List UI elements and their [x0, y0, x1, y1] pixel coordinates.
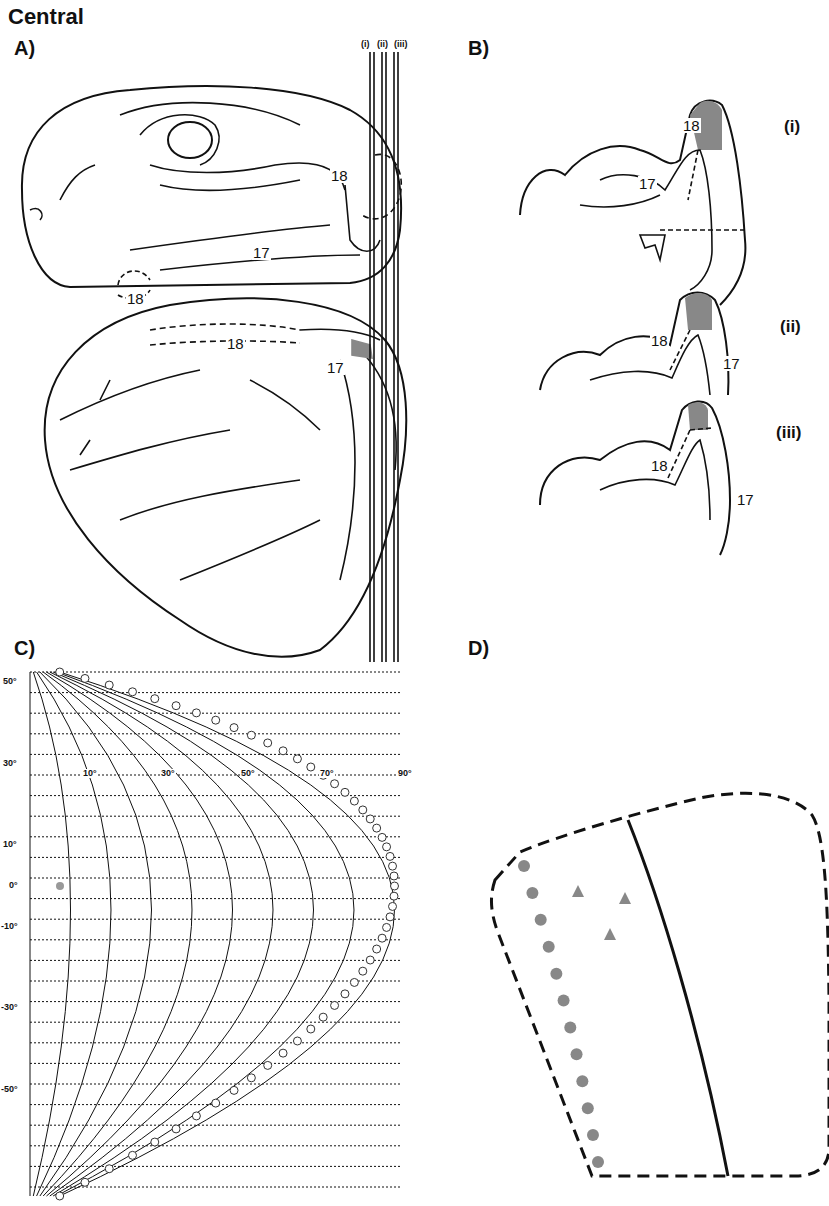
section-iii: [540, 401, 730, 555]
recording-sites: [518, 860, 631, 1168]
panel-letter: B): [468, 38, 489, 58]
area-number: 17: [722, 356, 741, 371]
panel-letter: C): [14, 638, 35, 658]
area-number: 18: [650, 333, 669, 348]
panel-letter: D): [468, 638, 489, 658]
axis-tick: 0°: [8, 881, 19, 890]
axis-tick: -50°: [0, 1085, 19, 1094]
panel-letter: A): [14, 38, 35, 58]
axis-tick: 30°: [2, 759, 18, 768]
visual-field-grid: [30, 668, 400, 1200]
section-tag: (i): [361, 40, 370, 49]
area-number: 17: [252, 245, 271, 260]
axis-tick: 50°: [2, 677, 18, 686]
figure-title: Central: [8, 6, 84, 28]
area-number: 18: [226, 336, 245, 351]
axis-tick: 10°: [82, 769, 98, 778]
brain-top: [22, 86, 401, 298]
area-number: 18: [126, 291, 145, 306]
axis-tick: -10°: [0, 922, 19, 931]
axis-tick: 30°: [160, 769, 176, 778]
axis-tick: -30°: [0, 1003, 19, 1012]
section-i: [520, 101, 745, 305]
axis-tick: 50°: [240, 769, 256, 778]
area-number: 18: [682, 118, 701, 133]
area-number: 17: [736, 492, 755, 507]
section-tag: (iii): [394, 40, 408, 49]
area-number: 17: [326, 360, 345, 375]
area-number: 18: [330, 168, 349, 183]
section-tag: (iii): [776, 424, 802, 441]
section-ii: [540, 293, 728, 396]
section-tag: (i): [784, 118, 800, 135]
axis-tick: 90°: [397, 769, 413, 778]
section-tag: (ii): [780, 318, 801, 335]
area-number: 17: [638, 176, 657, 191]
area-number: 18: [650, 458, 669, 473]
cortex-map: [491, 793, 829, 1176]
section-lines: [370, 52, 398, 662]
axis-tick: 10°: [2, 840, 18, 849]
brain-bottom: [45, 298, 407, 656]
section-tag: (ii): [377, 40, 388, 49]
field-dot: [56, 882, 64, 890]
axis-tick: 70°: [319, 769, 335, 778]
